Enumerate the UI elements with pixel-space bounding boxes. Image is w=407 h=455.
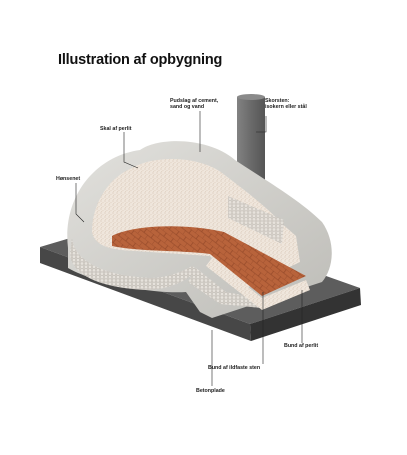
label-skorsten-line-2: isokern eller stål [265, 104, 307, 111]
leader-skal [123, 132, 139, 169]
label-betonplade: Betonplade [196, 388, 225, 394]
label-skorsten-line-1: Skorsten: [265, 98, 290, 104]
label-pudslag-line-1: Pudslag af cement, [170, 98, 219, 104]
firebrick-floor [112, 226, 306, 296]
label-pudslag-line-2: sand og vand [170, 104, 205, 111]
leader-honsenet [75, 183, 85, 223]
label-skal-af-perlit: Skal af perlit [100, 126, 132, 132]
page-title: Illustration af opbygning [58, 52, 223, 68]
label-bund-af-ildfaste-sten: Bund af ildfaste sten [208, 365, 261, 371]
label-skorsten: Skorsten: isokern eller stål [265, 98, 307, 111]
label-bund-af-perlit: Bund af perlit [284, 343, 319, 349]
label-honsenet: Hønsenet [56, 176, 81, 182]
leader-lines [75, 111, 303, 386]
leader-skorsten [256, 116, 267, 133]
perlite-base-layer [206, 258, 310, 310]
label-pudslag: Pudslag af cement, sand og vand [170, 98, 218, 111]
